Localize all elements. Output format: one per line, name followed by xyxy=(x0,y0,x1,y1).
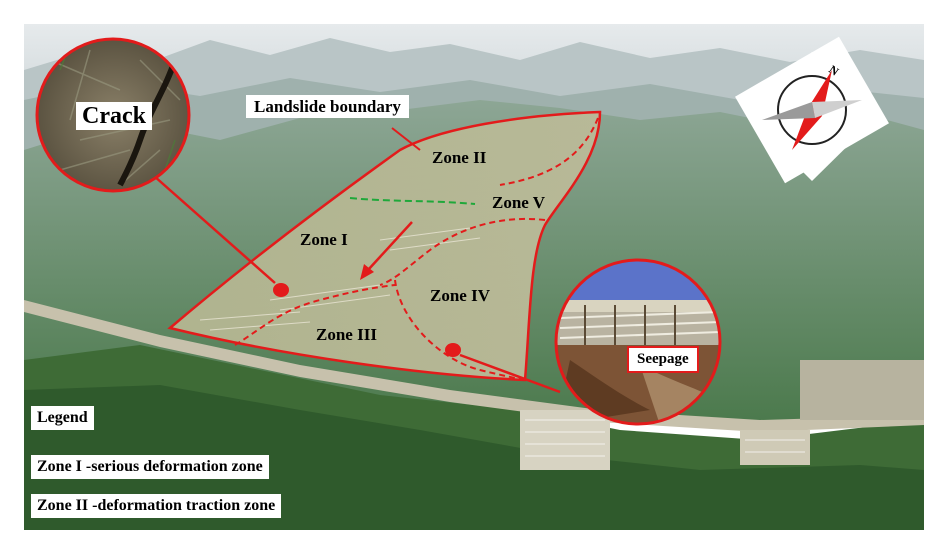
seepage-leader-line xyxy=(459,353,561,394)
landslide-boundary-label: Landslide boundary xyxy=(246,95,409,118)
crack-label: Crack xyxy=(76,102,152,130)
zone-1-label: Zone I xyxy=(300,230,348,249)
boundary-leader-line xyxy=(391,127,421,151)
crack-fissure xyxy=(117,59,178,187)
compass-needle-south xyxy=(792,108,822,150)
zone-dividers xyxy=(234,117,599,381)
legend-title: Legend xyxy=(31,406,94,430)
zone-5-label: Zone V xyxy=(492,193,546,212)
zone-2-label: Zone II xyxy=(432,148,487,167)
movement-arrow xyxy=(360,221,413,280)
landslide-area xyxy=(170,112,600,380)
crack-location-marker xyxy=(273,283,289,297)
zone-4-label: Zone IV xyxy=(430,286,490,305)
seepage-label: Seepage xyxy=(627,346,699,373)
zone-3-label: Zone III xyxy=(316,325,377,344)
green-dashed-line xyxy=(349,197,476,205)
compass: N xyxy=(735,36,889,184)
seepage-location-marker xyxy=(445,343,461,357)
legend-item-zone-2: Zone II -deformation traction zone xyxy=(31,494,282,518)
seepage-inset-photo xyxy=(554,258,722,426)
landslide-boundary-line xyxy=(167,110,602,382)
crack-leader-line xyxy=(144,167,276,284)
legend-item-zone-1: Zone I -serious deformation zone xyxy=(31,455,269,479)
